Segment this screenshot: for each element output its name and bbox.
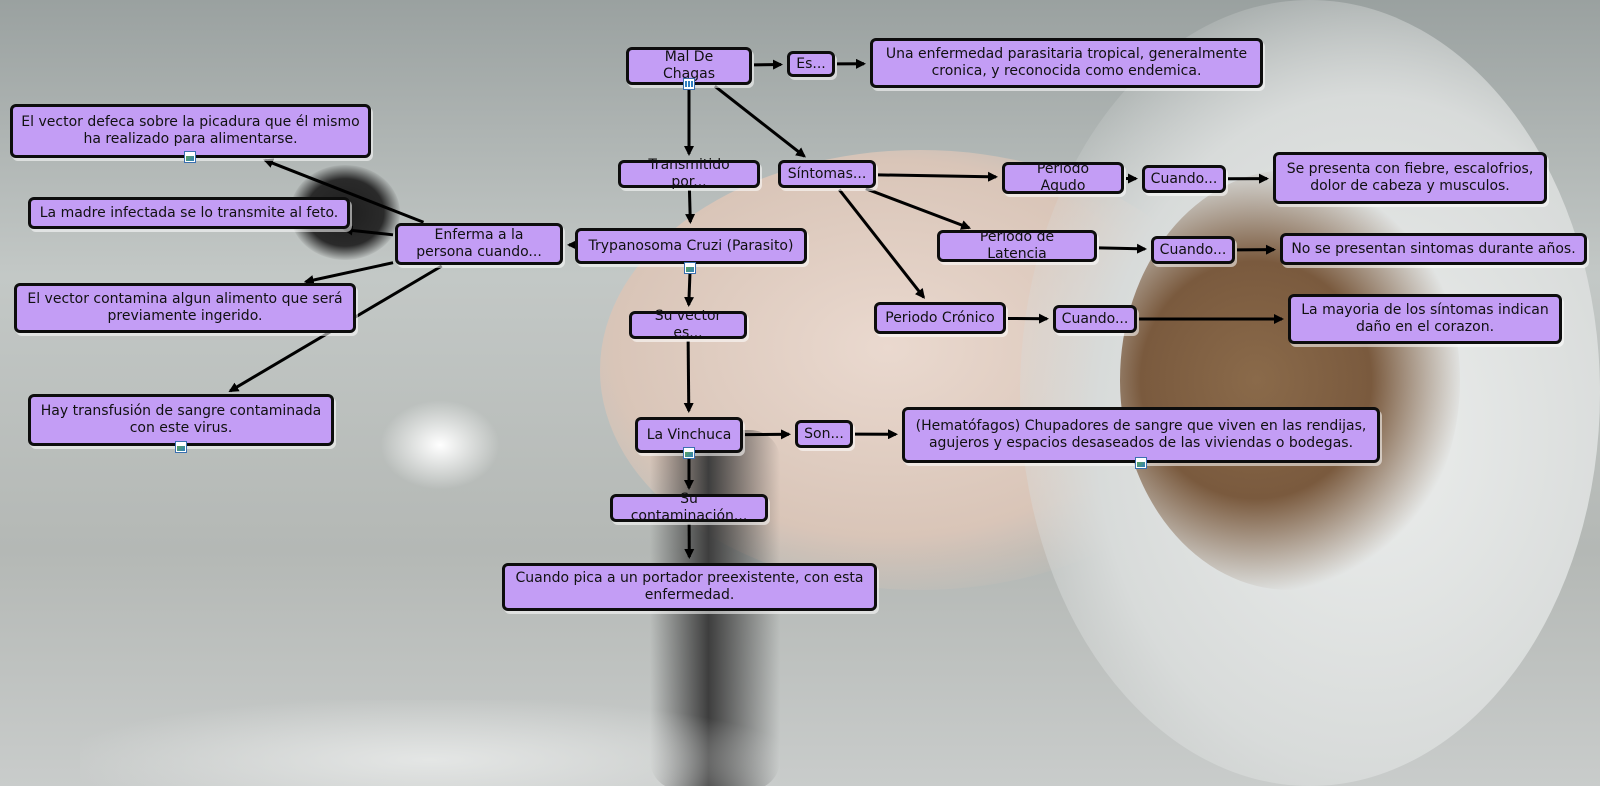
node-label: Hay transfusión de sangre contaminada co… [40, 403, 322, 436]
edge-sintomas-to-periodo_cronico [838, 188, 925, 299]
edge-enferma-to-vector_contamina [303, 261, 394, 285]
node-su-vector[interactable]: Su vector es... [629, 308, 747, 341]
node-cuando-cronico[interactable]: Cuando... [1053, 305, 1137, 333]
node-label: Trypanosoma Cruzi (Parasito) [588, 237, 794, 254]
node-son[interactable]: Son... [795, 420, 853, 448]
node-label: Periodo Agudo [1036, 161, 1090, 194]
node-label: Una enfermedad parasitaria tropical, gen… [885, 46, 1248, 79]
node-periodo-agudo[interactable]: Periodo Agudo [1002, 161, 1124, 194]
node-label: Se presenta con fiebre, escalofrios, dol… [1286, 161, 1534, 194]
node-vector-defeca[interactable]: El vector defeca sobre la picadura que é… [10, 104, 371, 158]
node-cuando-agudo[interactable]: Cuando... [1142, 165, 1226, 193]
node-label: Es... [796, 55, 826, 72]
image-icon[interactable] [184, 151, 196, 163]
edge-transmitido_por-to-trypanosoma [685, 189, 696, 225]
node-latencia-descripcion[interactable]: No se presentan sintomas durante años. [1280, 233, 1587, 265]
background-bottom-tray [80, 700, 780, 786]
node-label: La Vinchuca [646, 426, 732, 443]
edge-mal_de_chagas-to-sintomas [713, 85, 806, 158]
node-periodo-latencia[interactable]: Periodo de Latencia [937, 229, 1097, 262]
edge-enferma-to-vector_defeca [263, 158, 425, 224]
node-label: Son... [804, 425, 844, 442]
node-label: La mayoria de los síntomas indican daño … [1301, 302, 1549, 335]
edge-sintomas-to-periodo_latencia [865, 187, 972, 230]
node-label: Mal De Chagas [663, 49, 715, 82]
image-icon[interactable] [175, 441, 187, 453]
node-label: El vector defeca sobre la picadura que é… [21, 114, 360, 147]
node-cuando-pica[interactable]: Cuando pica a un portador preexistente, … [502, 563, 877, 611]
node-label: Su vector es... [654, 308, 722, 341]
node-label: La madre infectada se lo transmite al fe… [39, 204, 339, 221]
node-hematofagos[interactable]: (Hematófagos) Chupadores de sangre que v… [902, 407, 1380, 463]
node-label: (Hematófagos) Chupadores de sangre que v… [915, 418, 1367, 451]
node-enferma-persona[interactable]: Enferma a la persona cuando... [395, 223, 563, 265]
edge-su_vector-to-vinchuca [683, 340, 694, 414]
node-label: Cuando... [1061, 310, 1129, 327]
node-trypanosoma-cruzi[interactable]: Trypanosoma Cruzi (Parasito) [575, 228, 807, 264]
node-label: No se presentan sintomas durante años. [1291, 240, 1576, 257]
image-icon[interactable] [683, 447, 695, 459]
node-agudo-descripcion[interactable]: Se presenta con fiebre, escalofrios, dol… [1273, 152, 1547, 204]
film-icon[interactable] [683, 78, 695, 90]
edge-enferma-to-madre [342, 225, 394, 237]
node-cronico-descripcion[interactable]: La mayoria de los síntomas indican daño … [1288, 294, 1562, 344]
image-icon[interactable] [1135, 457, 1147, 469]
node-label: Cuando... [1150, 170, 1218, 187]
node-label: Periodo Crónico [885, 309, 995, 326]
node-label: Cuando... [1159, 241, 1227, 258]
edge-periodo_latencia-to-cuando_latencia [1098, 243, 1148, 254]
node-label: Cuando pica a un portador preexistente, … [515, 570, 864, 603]
node-transfusion[interactable]: Hay transfusión de sangre contaminada co… [28, 394, 334, 446]
node-label: Su contaminación... [630, 491, 748, 524]
background-light-spot [380, 400, 500, 490]
edge-sintomas-to-periodo_agudo [877, 171, 999, 182]
node-label: Transmitido por... [648, 157, 730, 190]
node-label: Enferma a la persona cuando... [416, 227, 542, 260]
node-label: Síntomas... [787, 165, 867, 182]
node-periodo-cronico[interactable]: Periodo Crónico [874, 302, 1006, 334]
image-icon[interactable] [684, 262, 696, 274]
node-transmitido-por[interactable]: Transmitido por... [618, 157, 760, 190]
node-mal-de-chagas[interactable]: Mal De Chagas [626, 47, 752, 85]
node-label: Periodo de Latencia [979, 229, 1055, 262]
node-sintomas[interactable]: Síntomas... [778, 160, 876, 188]
node-su-contaminacion[interactable]: Su contaminación... [610, 491, 768, 524]
node-madre-infectada[interactable]: La madre infectada se lo transmite al fe… [28, 197, 350, 229]
node-definicion[interactable]: Una enfermedad parasitaria tropical, gen… [870, 38, 1263, 88]
node-vector-contamina[interactable]: El vector contamina algun alimento que s… [14, 283, 356, 333]
node-label: El vector contamina algun alimento que s… [27, 291, 343, 324]
node-es[interactable]: Es... [787, 51, 835, 77]
node-cuando-latencia[interactable]: Cuando... [1151, 236, 1235, 264]
